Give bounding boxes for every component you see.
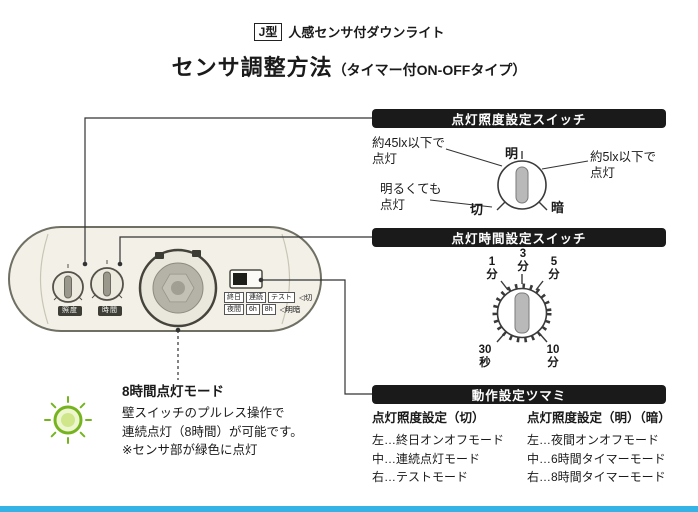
line-to-operation-section — [261, 279, 372, 395]
operation-slide-switch-knob — [233, 273, 247, 285]
sensor-clip-right — [192, 250, 201, 257]
time-label-3min: 3 分 — [517, 248, 529, 273]
illuminance-dial-knob — [515, 166, 529, 204]
device-seam-left — [39, 233, 49, 325]
leader-5lx — [541, 160, 589, 170]
operation-item: 右…8時間タイマーモード — [527, 470, 666, 484]
label-bright: 明るくても 点灯 — [380, 182, 442, 212]
operation-section-header: 動作設定ツマミ — [372, 385, 666, 404]
time-section-header: 点灯時間設定スイッチ — [372, 228, 666, 247]
time-label-5min: 5 分 — [548, 256, 560, 281]
note-line-1: 壁スイッチのプルレス操作で — [122, 406, 285, 420]
sensor-clip-left — [155, 252, 164, 259]
operation-item: 左…終日オンオフモード — [372, 433, 505, 447]
operation-col-bright-dark: 点灯照度設定（明）（暗） 左…夜間オンオフモード 中…6時間タイマーモード 右…… — [527, 407, 685, 487]
device-mode-row-1: 終日 連続 テスト ◁切 — [224, 292, 312, 303]
operation-col-off-title: 点灯照度設定（切） — [372, 411, 485, 425]
sensor-lens-center — [171, 281, 185, 295]
note-title: 8時間点灯モード — [122, 384, 225, 399]
sensor-device-illustration: 照度 時間 終日 連続 テスト ◁切 夜間 6h 8h ◁明暗 — [8, 226, 322, 332]
illuminance-section-header: 点灯照度設定スイッチ — [372, 109, 666, 128]
glow-rays — [44, 396, 92, 444]
leader-bright — [429, 199, 493, 208]
mode-badge: 8h — [261, 304, 276, 315]
title-row: センサ調整方法（タイマー付ON-OFFタイプ） — [0, 50, 698, 82]
label-45lx: 約45lx以下で 点灯 — [372, 136, 445, 166]
device-time-dial-knob — [103, 271, 111, 297]
operation-item: 中…6時間タイマーモード — [527, 451, 666, 466]
mode-row2-marker: ◁明暗 — [279, 305, 301, 314]
leader-45lx — [445, 148, 503, 167]
top-header: J型人感センサ付ダウンライト — [0, 22, 698, 41]
illuminance-dial-diagram — [496, 151, 548, 211]
eight-hour-note: 8時間点灯モード 壁スイッチのプルレス操作で 連続点灯（8時間）が可能です。 ※… — [122, 380, 352, 460]
device-seam-right — [281, 233, 291, 325]
note-line-3: ※センサ部が緑色に点灯 — [122, 443, 258, 457]
operation-item: 右…テストモード — [372, 470, 469, 484]
mode-badge: テスト — [268, 292, 295, 303]
device-drawing — [39, 233, 291, 328]
line-to-illuminance-section — [84, 117, 372, 264]
dial-label-bright: 明 — [505, 146, 519, 161]
operation-col-off: 点灯照度設定（切） 左…終日オンオフモード 中…連続点灯モード 右…テストモード — [372, 407, 530, 487]
label-5lx: 約5lx以下で 点灯 — [590, 150, 656, 180]
device-illuminance-dial-knob — [64, 275, 72, 299]
time-label-30sec: 30 秒 — [478, 344, 492, 369]
page-title-note: （タイマー付ON-OFFタイプ） — [332, 62, 527, 78]
bottom-accent-bar — [0, 506, 698, 512]
line-to-time-section — [119, 236, 372, 264]
green-glow-icon — [44, 396, 92, 444]
dial-label-dark: 暗 — [551, 200, 565, 215]
dial-label-off: 切 — [470, 202, 484, 217]
time-dial-diagram — [492, 274, 552, 343]
time-dial-knob — [514, 292, 530, 334]
time-label-1min: 1 分 — [486, 256, 498, 281]
operation-item: 中…連続点灯モード — [372, 451, 481, 466]
operation-col-bright-dark-title: 点灯照度設定（明）（暗） — [527, 411, 671, 425]
page-title: センサ調整方法 — [171, 55, 333, 80]
operation-item: 左…夜間オンオフモード — [527, 433, 660, 447]
product-name: 人感センサ付ダウンライト — [288, 25, 445, 40]
time-label-10min: 10 分 — [546, 344, 560, 369]
type-badge: J型 — [253, 23, 283, 41]
mode-row1-marker: ◁切 — [299, 293, 313, 302]
note-line-2: 連続点灯（8時間）が可能です。 — [122, 424, 303, 439]
mode-badge: 夜間 — [224, 304, 244, 315]
device-mode-row-2: 夜間 6h 8h ◁明暗 — [224, 304, 300, 315]
device-illuminance-label: 照度 — [58, 306, 82, 316]
device-time-label: 時間 — [98, 306, 122, 316]
mode-badge: 6h — [246, 304, 260, 315]
mode-badge: 終日 — [224, 292, 244, 303]
mode-badge: 連続 — [246, 292, 266, 303]
